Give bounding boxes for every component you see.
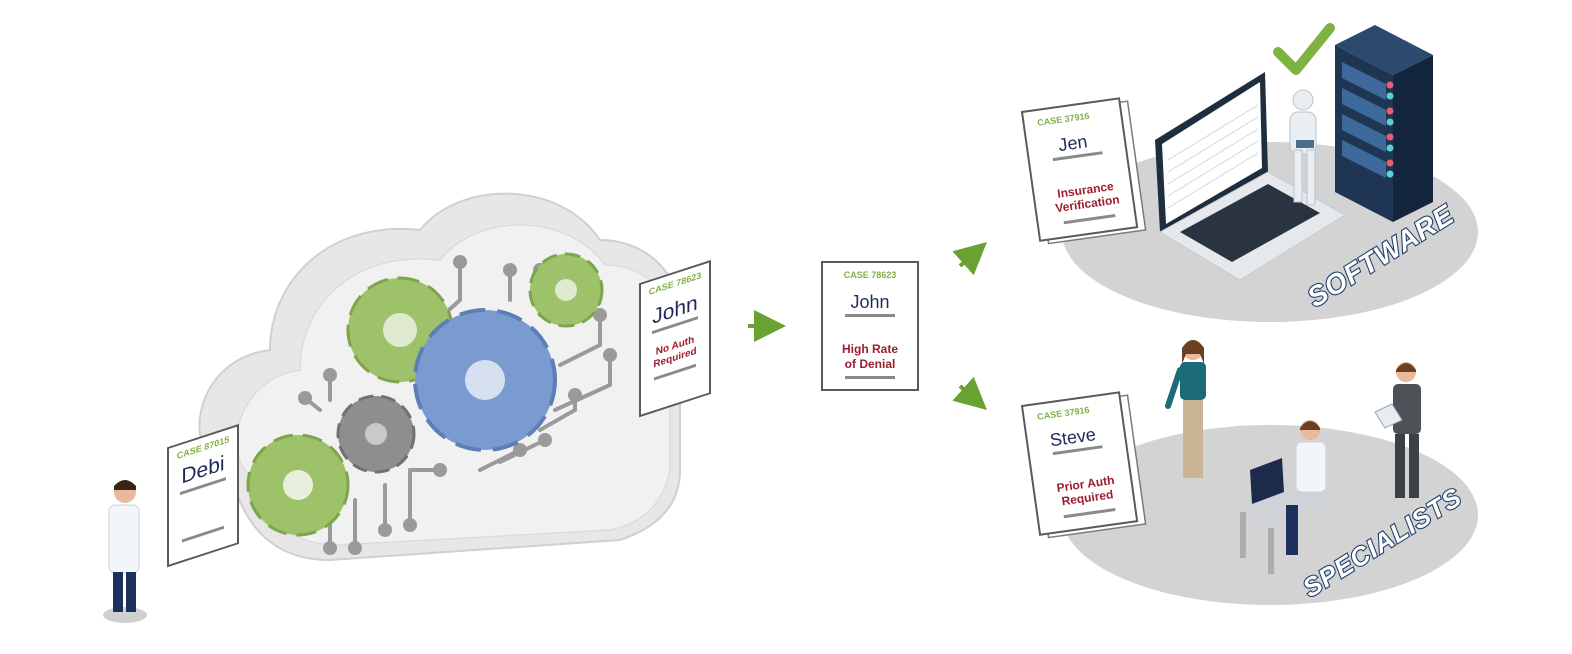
robot-icon: [1289, 89, 1317, 206]
man-with-tablet-icon: [1374, 362, 1421, 498]
case-card-steve: CASE 37916 Steve Prior Auth Required: [1020, 391, 1147, 539]
case-card-john-cloud: CASE 78623 John No Auth Required: [639, 259, 711, 418]
desk-doctor-icon: [1232, 420, 1340, 574]
arrow-to-software: [952, 242, 987, 276]
checkmark-icon: [1273, 23, 1335, 75]
server-rack-icon: [1335, 25, 1433, 222]
gear-gray-icon: [336, 394, 416, 474]
card-john-center-note-2: of Denial: [845, 357, 896, 371]
case-card-jen: CASE 37916 Jen Insurance Verification: [1020, 97, 1147, 245]
case-card-debi: CASE 87015 Debi: [167, 423, 239, 568]
arrow-to-specialists: [952, 376, 987, 410]
gear-blue-icon: [413, 308, 557, 452]
card-john-center-case: CASE 78623: [844, 270, 897, 280]
card-john-center-name: John: [850, 292, 889, 312]
gear-green-small-icon: [528, 252, 604, 328]
card-jen-name: Jen: [1057, 131, 1089, 155]
case-card-john-center: CASE 78623 John High Rate of Denial: [821, 261, 919, 391]
specialists-platform: SPECIALISTS: [1062, 340, 1478, 605]
card-john-center-note-1: High Rate: [842, 342, 898, 356]
gear-green-bottom-icon: [246, 433, 350, 537]
woman-on-phone-icon: [1165, 340, 1206, 478]
doctor-person-icon: [103, 480, 147, 623]
